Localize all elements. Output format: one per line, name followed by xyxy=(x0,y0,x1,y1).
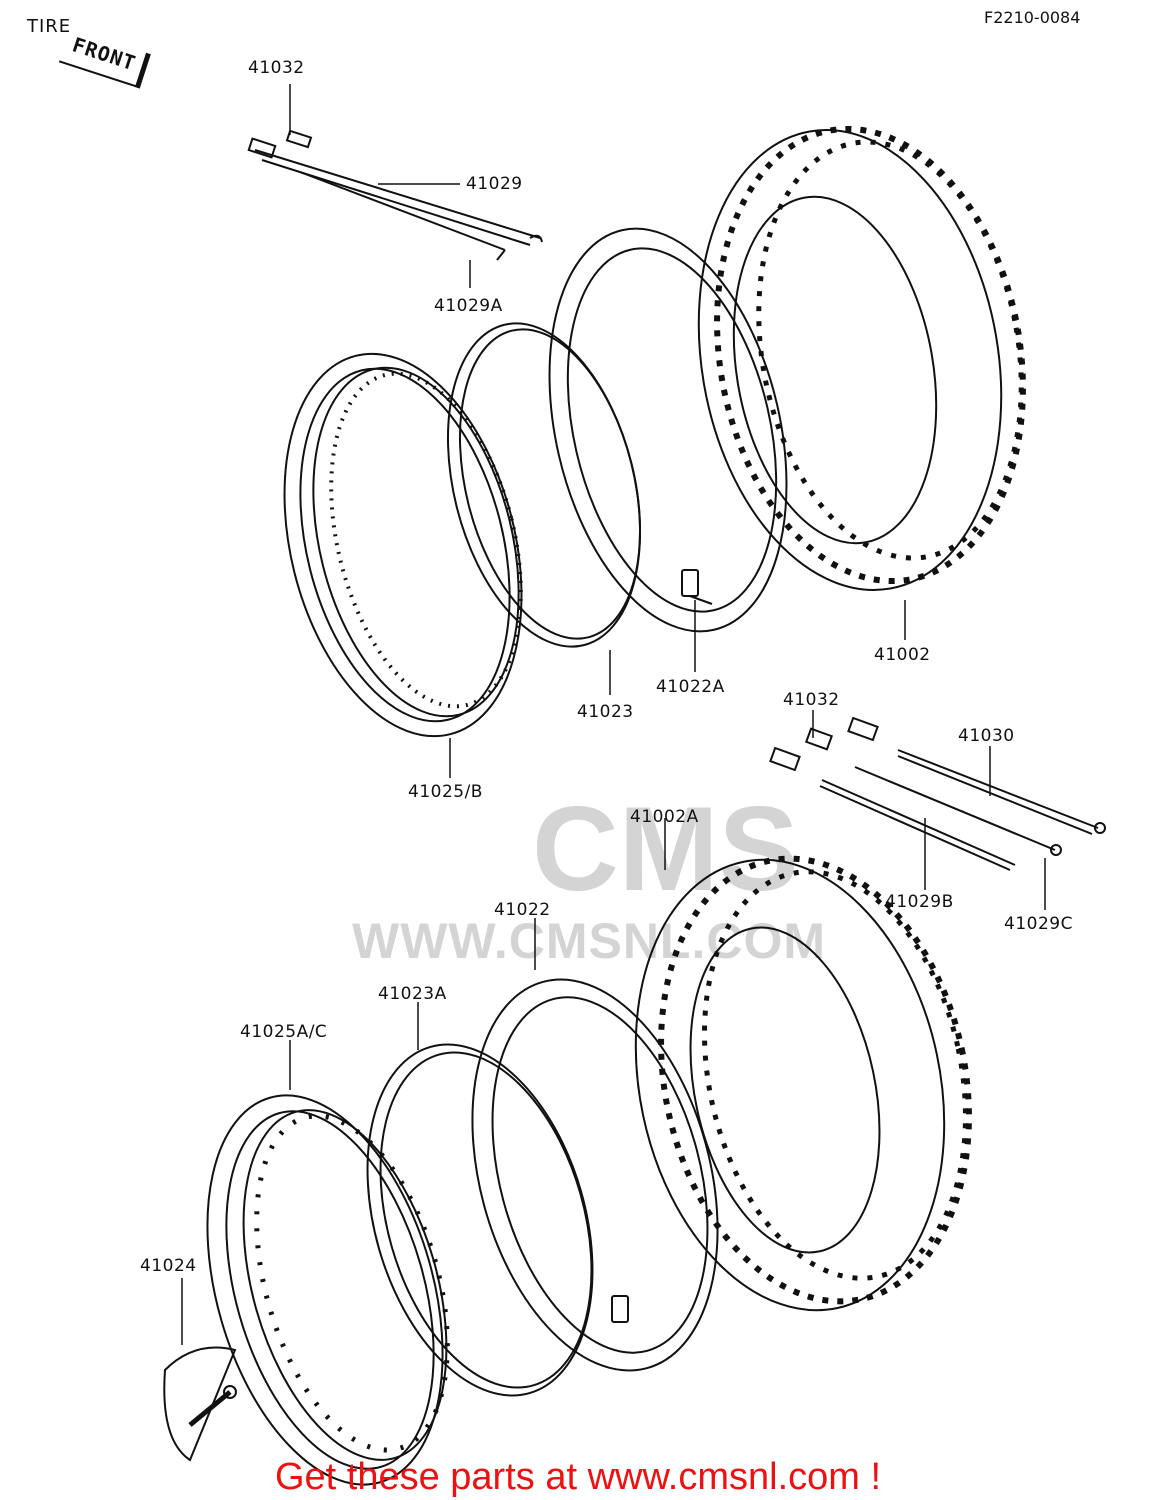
part-label-41022: 41022 xyxy=(494,900,551,920)
rim-band-41023a xyxy=(366,1043,594,1397)
nipple-41032 xyxy=(247,129,313,159)
part-label-41030: 41030 xyxy=(958,726,1015,746)
part-label-41032-right: 41032 xyxy=(783,690,840,710)
leader-lines xyxy=(181,84,1046,1345)
part-label-41023a: 41023A xyxy=(378,984,447,1004)
spoke-41029 xyxy=(254,149,543,246)
spoke-41029b xyxy=(819,779,1016,871)
rim-41025ac xyxy=(206,1094,450,1486)
rim-lock-41024 xyxy=(163,1346,237,1462)
rim-band-41023 xyxy=(446,322,642,648)
diagram-code: F2210-0084 xyxy=(984,8,1081,27)
rim-41025b xyxy=(283,352,523,738)
watermark-url: WWW.CMSNL.COM xyxy=(352,913,827,969)
part-label-41024: 41024 xyxy=(140,1256,197,1276)
part-label-41002: 41002 xyxy=(874,645,931,665)
spoke-41030 xyxy=(897,749,1106,835)
part-label-41025ac: 41025A/C xyxy=(240,1022,328,1042)
tire-41002 xyxy=(697,125,1026,591)
part-label-41032: 41032 xyxy=(248,58,305,78)
part-label-41025b: 41025/B xyxy=(408,782,483,802)
tire-41002a xyxy=(634,855,972,1312)
part-label-41029c: 41029C xyxy=(1004,914,1073,934)
tube-41022 xyxy=(471,978,719,1372)
part-label-41029b: 41029B xyxy=(885,892,954,912)
part-label-41002a: 41002A xyxy=(630,807,699,827)
get-parts-link[interactable]: Get these parts at www.cmsnl.com ! xyxy=(274,1456,882,1498)
part-label-41029a: 41029A xyxy=(434,296,503,316)
part-label-41029: 41029 xyxy=(466,174,523,194)
diagram-title: TIRE xyxy=(27,16,72,37)
spoke-41029a xyxy=(299,171,506,261)
tube-41022a xyxy=(548,227,788,633)
part-label-41023: 41023 xyxy=(577,702,634,722)
spoke-41029c xyxy=(854,766,1062,856)
nipples-41032 xyxy=(769,716,879,772)
part-label-41022a: 41022A xyxy=(656,677,725,697)
